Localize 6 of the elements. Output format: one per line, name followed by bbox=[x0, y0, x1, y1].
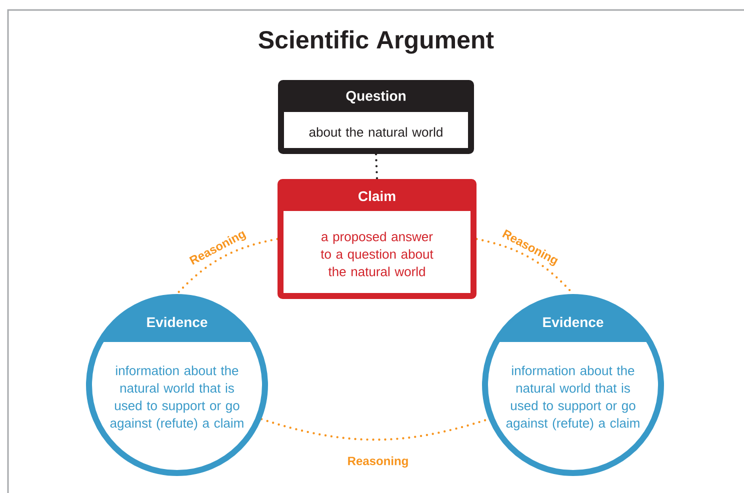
dotted-line bbox=[374, 153, 378, 180]
dotted-line bbox=[176, 238, 278, 295]
title: Scientific Argument bbox=[258, 30, 494, 54]
edge-label: Reasoning bbox=[346, 455, 410, 469]
question-box: Question about the natural world bbox=[278, 80, 474, 154]
claim-box: Claim a proposed answer to a question about the natural world bbox=[278, 179, 476, 299]
